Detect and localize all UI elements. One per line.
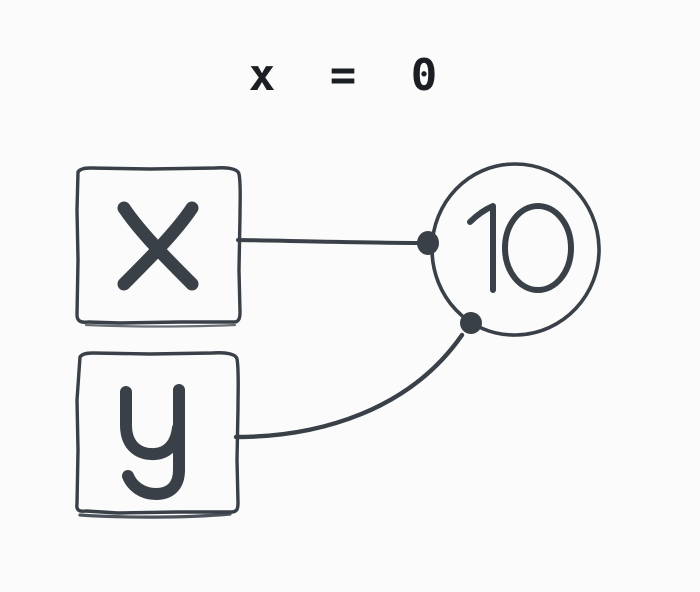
edge-y-to-10-arrowhead-dot: [460, 312, 482, 334]
box-x-bottom-accent: [84, 323, 237, 328]
box-x[interactable]: [75, 166, 242, 328]
box-x-outline: [75, 166, 242, 325]
edge-x-to-10[interactable]: [236, 231, 439, 255]
page-title: x = 0: [248, 50, 452, 101]
box-y-bottom-accent: [78, 512, 232, 519]
edge-x-to-10-arrowhead-dot: [417, 231, 439, 255]
edge-x-to-10-line: [236, 238, 422, 245]
edge-y-to-10-line: [233, 332, 465, 440]
box-x-label-glyph: [117, 201, 199, 291]
node-10-outline: [430, 162, 601, 337]
node-10[interactable]: [430, 162, 601, 337]
box-y-outline: [75, 351, 240, 515]
node-10-value-glyph: [467, 203, 574, 293]
edge-y-to-10[interactable]: [233, 308, 486, 440]
box-y[interactable]: [75, 351, 240, 519]
box-y-label-glyph: [120, 384, 185, 500]
